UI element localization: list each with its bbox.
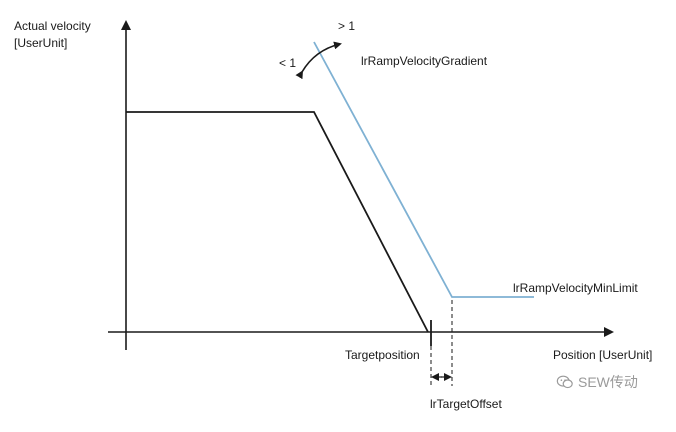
target-offset-label: lrTargetOffset: [430, 397, 502, 411]
y-axis-label: Actual velocity [UserUnit]: [14, 18, 91, 52]
velocity-profile-curve: [126, 111, 429, 333]
gradient-rotation-arrow: [295, 41, 342, 80]
wechat-icon: [556, 375, 573, 389]
watermark: SEW传动: [556, 372, 638, 392]
x-axis-label: Position [UserUnit]: [553, 348, 653, 362]
y-axis-label-line2: [UserUnit]: [14, 36, 68, 50]
watermark-text: SEW传动: [578, 374, 638, 390]
lt-one-label: < 1: [279, 56, 297, 70]
ramp-velocity-curve: [313, 41, 534, 298]
gradient-label: lrRampVelocityGradient: [361, 54, 488, 68]
gt-one-label: > 1: [338, 19, 356, 33]
target-position-label: Targetposition: [345, 348, 420, 362]
min-limit-label: lrRampVelocityMinLimit: [513, 281, 638, 295]
y-axis-label-line1: Actual velocity: [14, 19, 91, 33]
